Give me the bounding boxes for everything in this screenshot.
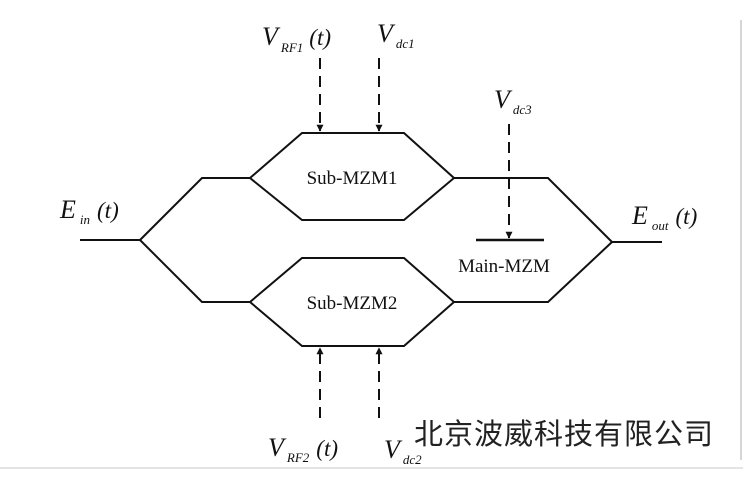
v-dc2-label: V dc2 <box>384 435 422 467</box>
company-watermark: 北京波威科技有限公司 <box>414 417 715 451</box>
v-dc1-label: V dc1 <box>377 19 415 51</box>
main-mzm-upper-arm-out <box>454 177 613 243</box>
sub-mzm1-shape <box>248 132 456 221</box>
v-rf2-label: V RF2 (t) <box>268 433 338 466</box>
main-mzm-lower-arm <box>139 239 250 303</box>
sub-mzm2-shape <box>248 257 456 347</box>
sub-mzm2-label: Sub-MZM2 <box>307 293 398 314</box>
e-in-label: E in (t) <box>59 195 119 228</box>
main-mzm-label: Main-MZM <box>458 256 550 277</box>
main-mzm-lower-arm-out <box>454 241 613 303</box>
main-mzm-upper-arm <box>139 177 250 241</box>
sub-mzm1-label: Sub-MZM1 <box>307 168 398 189</box>
e-out-label: E out (t) <box>631 201 697 234</box>
v-rf1-label: V RF1 (t) <box>262 22 331 56</box>
v-dc3-label: V dc3 <box>494 85 532 117</box>
